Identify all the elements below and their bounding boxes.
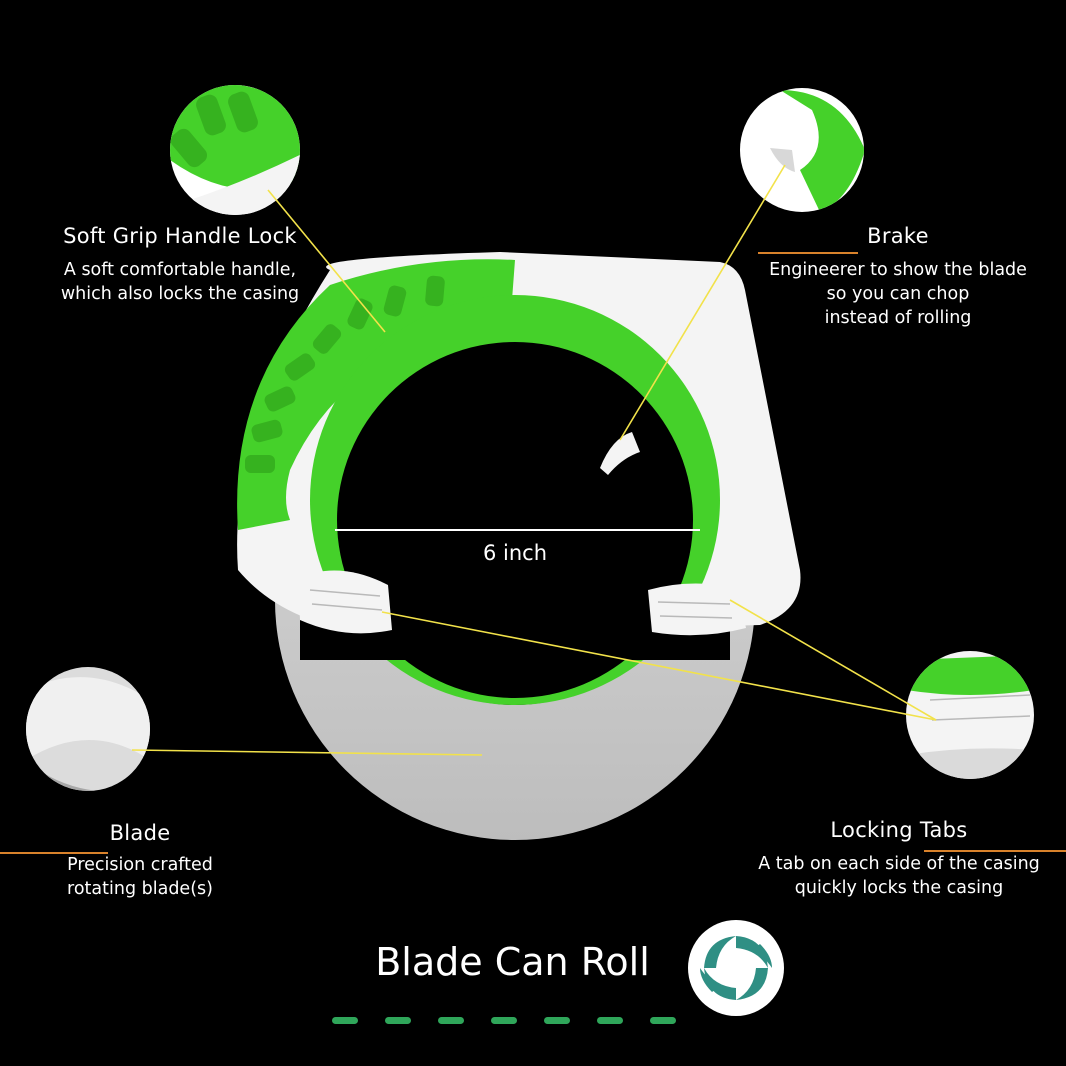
callout-brake: Brake Engineerer to show the blade so yo…	[742, 224, 1054, 330]
callout-brake-title: Brake	[867, 224, 929, 248]
callout-brake-desc-2: so you can chop	[826, 284, 970, 304]
locking-tab-right	[648, 583, 746, 636]
callout-grip-desc-1: A soft comfortable handle,	[63, 260, 297, 280]
brake-notch	[600, 432, 640, 475]
swirl-logo-icon	[688, 920, 784, 1016]
zoom-circle-blade	[26, 667, 150, 791]
callout-brake-underline	[758, 252, 858, 254]
callout-blade-desc-1: Precision crafted	[67, 855, 213, 875]
callout-tabs-desc-1: A tab on each side of the casing	[758, 854, 1040, 874]
callout-tabs-desc-2: quickly locks the casing	[794, 878, 1004, 898]
progress-dashes	[332, 1017, 676, 1024]
zoom-circle-grip	[170, 85, 300, 215]
dimension-label: 6 inch	[482, 541, 548, 565]
callout-blade-underline	[0, 852, 108, 854]
leader-lines	[131, 164, 937, 756]
callout-blade-desc-2: rotating blade(s)	[67, 879, 213, 899]
zoom-circle-tabs	[906, 651, 1034, 779]
callout-tabs-underline	[924, 850, 1066, 852]
footer-headline: Blade Can Roll	[375, 940, 650, 984]
callout-grip-title: Soft Grip Handle Lock	[63, 224, 297, 248]
callout-brake-desc-3: instead of rolling	[824, 308, 972, 328]
callout-tabs-title: Locking Tabs	[830, 818, 968, 842]
locking-tab-left	[298, 570, 392, 634]
grip-ridges	[245, 275, 445, 473]
callout-blade-title: Blade	[109, 821, 171, 845]
callout-grip: Soft Grip Handle Lock A soft comfortable…	[30, 224, 330, 306]
callout-grip-desc-2: which also locks the casing	[60, 284, 300, 304]
callout-blade: Blade Precision crafted rotating blade(s…	[40, 821, 240, 901]
callout-brake-desc-1: Engineerer to show the blade	[769, 260, 1027, 280]
callout-tabs: Locking Tabs A tab on each side of the c…	[736, 818, 1062, 900]
zoom-circle-brake	[740, 88, 864, 212]
